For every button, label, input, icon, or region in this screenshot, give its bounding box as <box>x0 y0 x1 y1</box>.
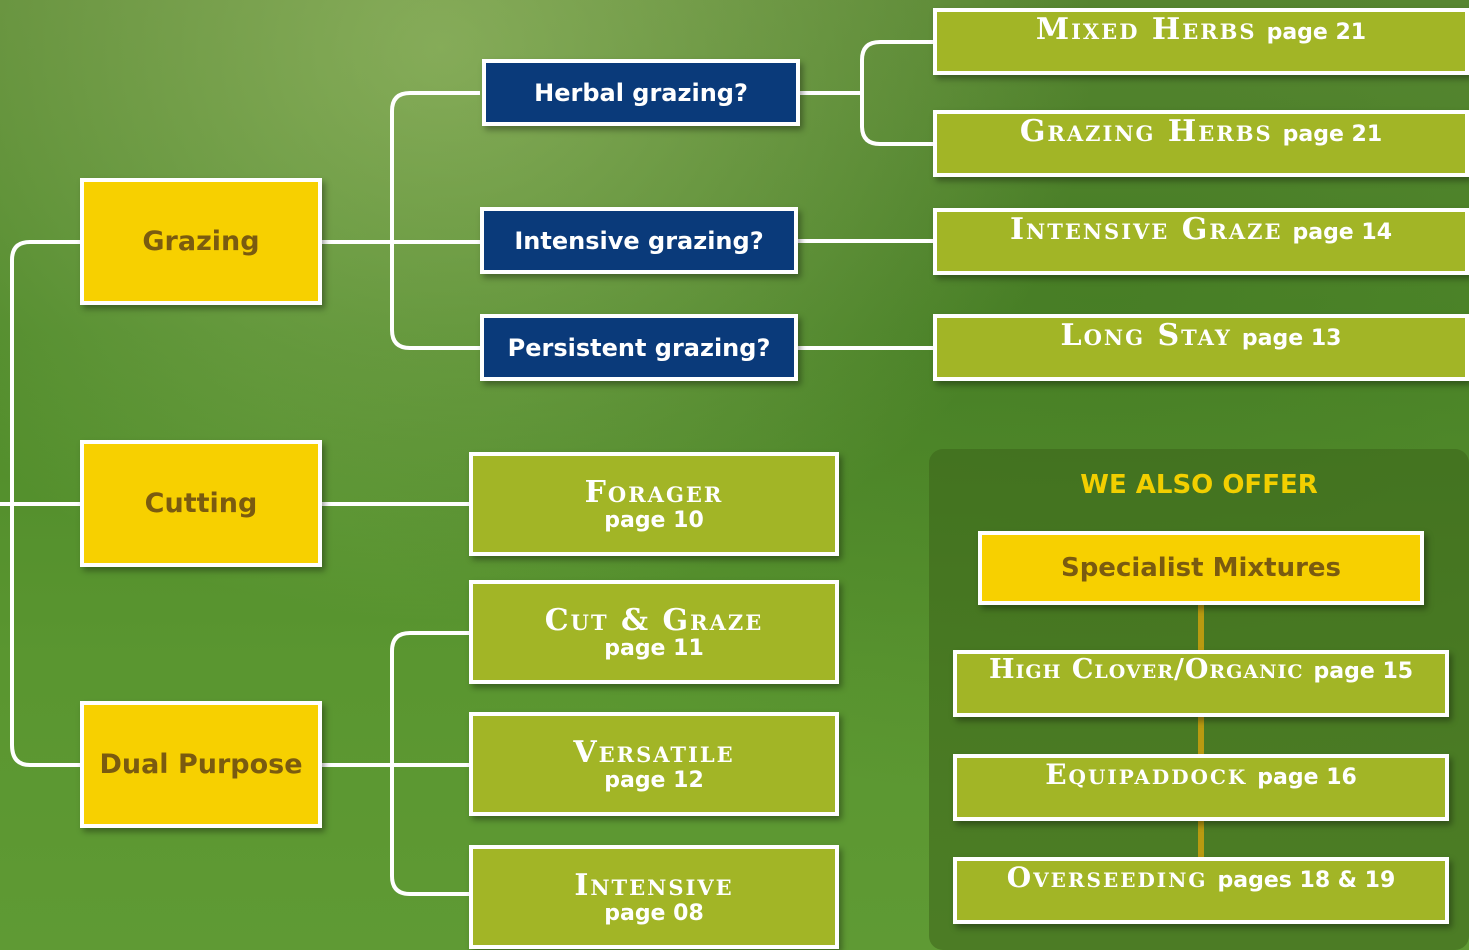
product-equipaddock[interactable]: Equipaddock page 16 <box>953 754 1449 821</box>
product-overseeding-name: Overseeding <box>1006 861 1208 894</box>
product-high-clover-organic[interactable]: High Clover/Organic page 15 <box>953 650 1449 717</box>
product-cut-graze-name: Cut & Graze <box>544 603 764 638</box>
product-long-stay-page: page 13 <box>1241 326 1342 351</box>
category-cutting[interactable]: Cutting <box>80 440 322 567</box>
product-grazing-herbs-name: Grazing Herbs <box>1019 114 1273 149</box>
also-offer-title: WE ALSO OFFER <box>1080 470 1318 500</box>
product-versatile[interactable]: Versatile page 12 <box>469 712 839 816</box>
product-intensive-page: page 08 <box>604 901 704 926</box>
product-mixed-herbs-page: page 21 <box>1266 20 1367 45</box>
category-dual-purpose[interactable]: Dual Purpose <box>80 701 322 828</box>
product-intensive-graze[interactable]: Intensive Graze page 14 <box>933 208 1469 275</box>
question-herbal-label: Herbal grazing? <box>534 78 748 107</box>
product-versatile-name: Versatile <box>573 735 735 770</box>
product-grazing-herbs[interactable]: Grazing Herbs page 21 <box>933 110 1469 177</box>
category-dual-purpose-label: Dual Purpose <box>99 749 303 780</box>
product-intensive-graze-name: Intensive Graze <box>1009 212 1283 247</box>
question-intensive-label: Intensive grazing? <box>514 226 764 255</box>
question-persistent-label: Persistent grazing? <box>507 333 771 362</box>
product-versatile-page: page 12 <box>604 768 704 793</box>
specialist-mixtures[interactable]: Specialist Mixtures <box>978 531 1424 605</box>
product-long-stay-name: Long Stay <box>1060 318 1232 353</box>
question-persistent-grazing[interactable]: Persistent grazing? <box>480 314 798 381</box>
category-cutting-label: Cutting <box>144 488 258 519</box>
product-overseeding-page: pages 18 & 19 <box>1217 868 1396 893</box>
product-mixed-herbs[interactable]: Mixed Herbs page 21 <box>933 8 1469 75</box>
product-overseeding[interactable]: Overseeding pages 18 & 19 <box>953 857 1449 924</box>
product-equipaddock-page: page 16 <box>1257 765 1357 790</box>
product-long-stay[interactable]: Long Stay page 13 <box>933 314 1469 381</box>
category-grazing[interactable]: Grazing <box>80 178 322 305</box>
product-forager-page: page 10 <box>604 508 704 533</box>
product-forager[interactable]: Forager page 10 <box>469 452 839 556</box>
product-grazing-herbs-page: page 21 <box>1282 122 1383 147</box>
question-herbal-grazing[interactable]: Herbal grazing? <box>482 59 800 126</box>
product-cut-graze-page: page 11 <box>604 636 704 661</box>
specialist-mixtures-label: Specialist Mixtures <box>1060 553 1342 583</box>
product-cut-graze[interactable]: Cut & Graze page 11 <box>469 580 839 684</box>
product-equipaddock-name: Equipaddock <box>1045 758 1248 791</box>
product-intensive[interactable]: Intensive page 08 <box>469 845 839 949</box>
product-forager-name: Forager <box>584 475 724 510</box>
product-intensive-graze-page: page 14 <box>1292 220 1393 245</box>
product-high-clover-name: High Clover/Organic <box>988 654 1304 685</box>
product-high-clover-page: page 15 <box>1313 659 1414 684</box>
product-intensive-name: Intensive <box>574 868 734 903</box>
product-mixed-herbs-name: Mixed Herbs <box>1035 12 1257 47</box>
category-grazing-label: Grazing <box>142 226 260 257</box>
question-intensive-grazing[interactable]: Intensive grazing? <box>480 207 798 274</box>
